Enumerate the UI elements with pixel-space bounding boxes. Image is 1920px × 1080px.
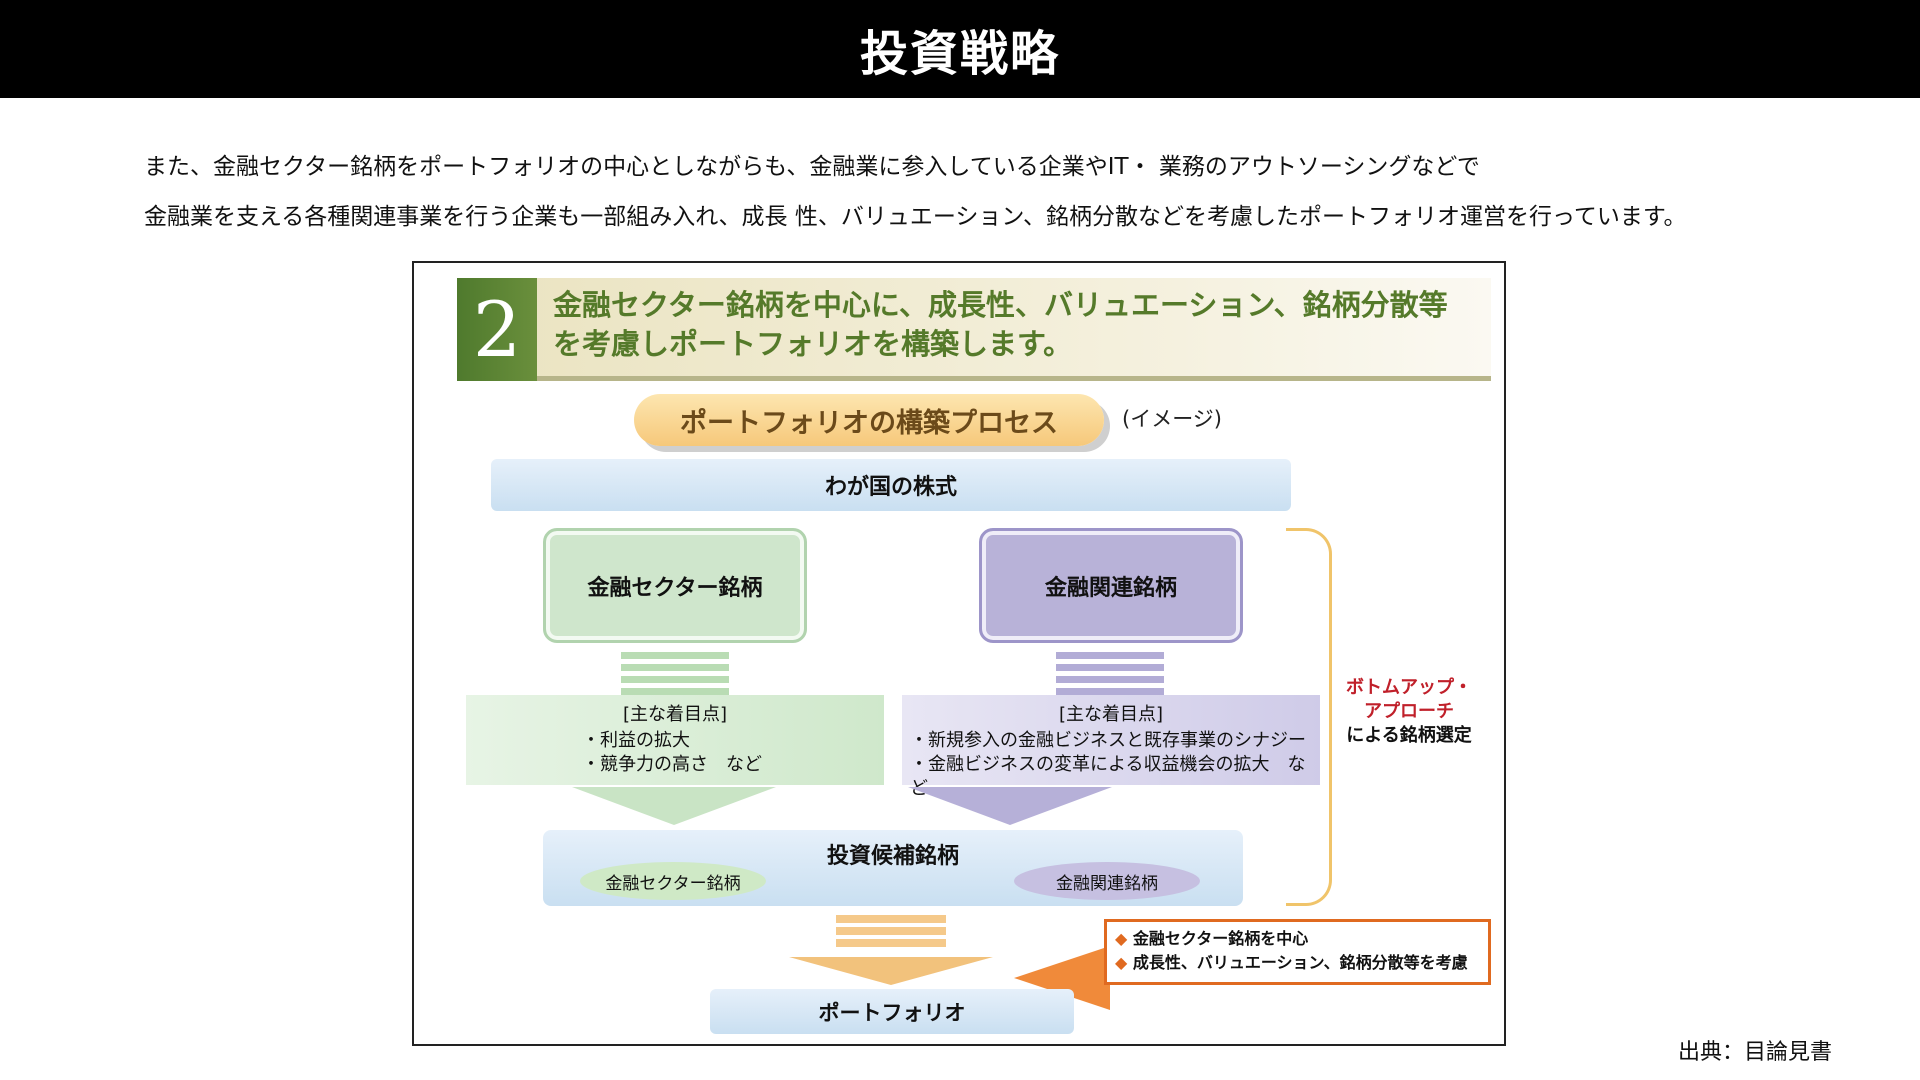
bottom-up-line-3: による銘柄選定 [1346, 725, 1472, 746]
title-bar: 投資戦略 [0, 0, 1920, 98]
portfolio-bar: ポートフォリオ [710, 989, 1074, 1034]
green-arrow-head [572, 787, 776, 825]
sector-focus-list: 利益の拡大 競争力の高さ など [466, 729, 884, 777]
banner-line-1: 金融セクター銘柄を中心に、成長性、バリュエーション、銘柄分散等 [553, 288, 1448, 322]
banner-number: 2 [457, 278, 537, 381]
japanese-stocks-bar: わが国の株式 [491, 459, 1291, 511]
candidate-title: 投資候補銘柄 [826, 844, 959, 869]
related-focus-title: [主な着目点] [1058, 704, 1164, 725]
candidate-stocks-box: 投資候補銘柄 金融セクター銘柄 金融関連銘柄 [543, 830, 1243, 906]
sector-focus-title: [主な着目点] [622, 704, 728, 725]
intro-line-1: また、金融セクター銘柄をポートフォリオの中心としながらも、金融業に参入している企… [144, 154, 1480, 180]
diagram-banner: 2 金融セクター銘柄を中心に、成長性、バリュエーション、銘柄分散等 を考慮しポー… [457, 278, 1491, 381]
related-focus-panel: [主な着目点] 新規参入の金融ビジネスと既存事業のシナジー 金融ビジネスの変革に… [902, 695, 1320, 799]
bottom-up-line-1: ボトムアップ・ [1346, 677, 1472, 698]
right-bracket [1286, 528, 1332, 906]
intro-line-2: 金融業を支える各種関連事業を行う企業も一部組み入れ、成長 性、バリュエーション、… [144, 204, 1687, 230]
process-label: ポートフォリオの構築プロセス [634, 394, 1104, 446]
purple-stripes [1056, 652, 1164, 698]
banner-text: 金融セクター銘柄を中心に、成長性、バリュエーション、銘柄分散等 を考慮しポートフ… [553, 286, 1483, 364]
intro-text: また、金融セクター銘柄をポートフォリオの中心としながらも、金融業に参入している企… [144, 142, 1844, 242]
green-stripes [621, 652, 729, 698]
list-item: 競争力の高さ など [582, 753, 884, 777]
banner-line-2: を考慮しポートフォリオを構築します。 [553, 327, 1073, 361]
page-title: 投資戦略 [859, 26, 1060, 82]
strategy-diagram: 2 金融セクター銘柄を中心に、成長性、バリュエーション、銘柄分散等 を考慮しポー… [412, 261, 1506, 1046]
purple-arrow-head [908, 787, 1112, 825]
candidate-sector-ellipse: 金融セクター銘柄 [580, 862, 766, 900]
sector-focus-panel: [主な着目点] 利益の拡大 競争力の高さ など [466, 695, 884, 785]
candidate-related-ellipse: 金融関連銘柄 [1014, 862, 1200, 900]
process-note: (イメージ) [1122, 407, 1222, 431]
emphasis-box: 金融セクター銘柄を中心 成長性、バリュエーション、銘柄分散等を考慮 [1104, 919, 1491, 985]
orange-arrow-head [789, 957, 993, 985]
emphasis-item-1: 金融セクター銘柄を中心 [1115, 927, 1488, 951]
related-focus-list: 新規参入の金融ビジネスと既存事業のシナジー 金融ビジネスの変革による収益機会の拡… [902, 729, 1320, 801]
source-note: 出典：目論見書 [1678, 1040, 1833, 1065]
list-item: 利益の拡大 [582, 729, 884, 753]
bottom-up-line-2: アプローチ [1364, 701, 1454, 722]
financial-related-box: 金融関連銘柄 [979, 528, 1243, 643]
list-item: 新規参入の金融ビジネスと既存事業のシナジー [910, 729, 1320, 753]
emphasis-item-2: 成長性、バリュエーション、銘柄分散等を考慮 [1115, 951, 1488, 975]
orange-stripes [836, 915, 946, 961]
bottom-up-label: ボトムアップ・ アプローチ による銘柄選定 [1329, 676, 1489, 748]
financial-sector-box: 金融セクター銘柄 [543, 528, 807, 643]
